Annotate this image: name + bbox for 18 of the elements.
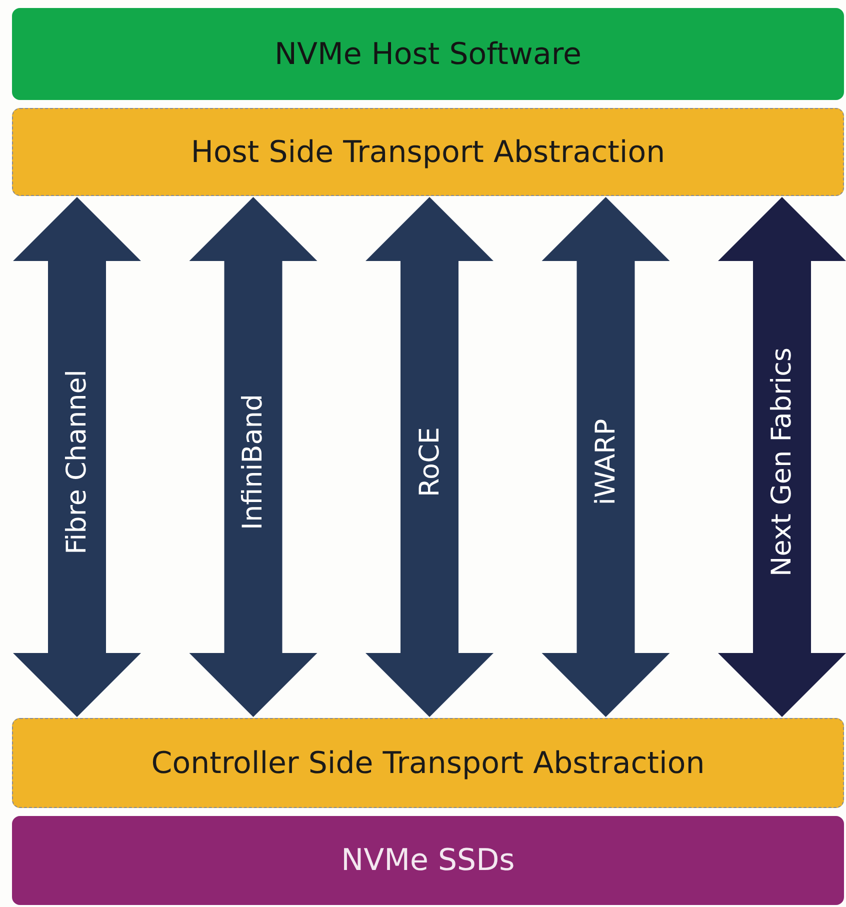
edge-label: InfiniBand (238, 394, 269, 530)
transport-layer-band (12, 718, 844, 808)
double-arrow (13, 197, 141, 717)
software-layer-band (12, 8, 844, 100)
edge-label: RoCE (414, 427, 445, 497)
transport-layer-band (12, 108, 844, 196)
double-arrow (542, 197, 670, 717)
double-arrow (189, 197, 318, 717)
edge-label: Fibre Channel (62, 370, 92, 554)
double-arrow (718, 197, 846, 717)
double-arrow (366, 197, 494, 717)
layer-label: Controller Side Transport Abstraction (151, 746, 705, 780)
layer-label: NVMe SSDs (341, 843, 515, 878)
layer-label: NVMe Host Software (274, 36, 582, 72)
storage-layer-band (12, 816, 844, 905)
layer-label: Host Side Transport Abstraction (190, 134, 666, 170)
edge-label: iWARP (590, 418, 622, 506)
edge-label: Next Gen Fabrics (766, 348, 798, 576)
